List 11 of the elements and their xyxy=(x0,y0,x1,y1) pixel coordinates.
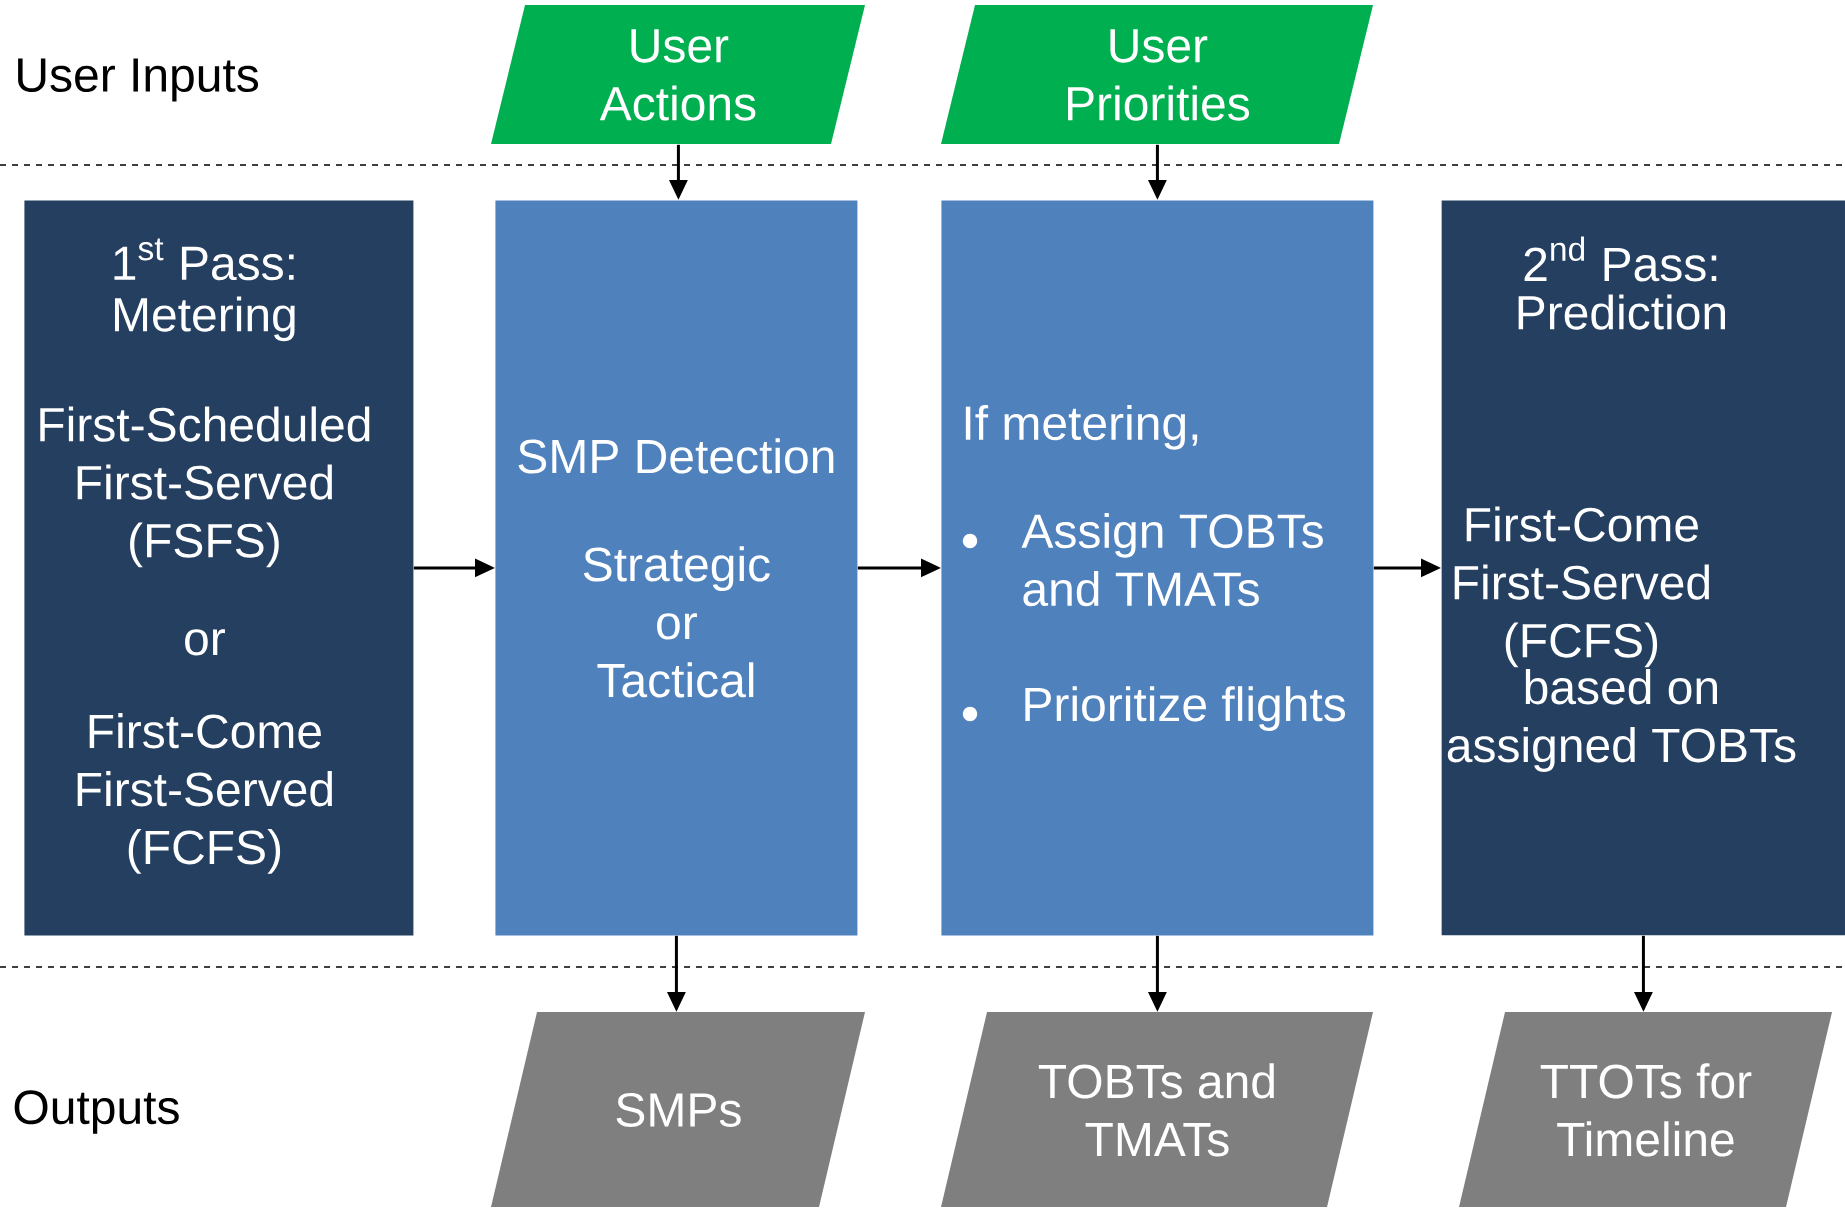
output-parallelogram: SMPs xyxy=(491,1012,865,1207)
process-box: $\text{2}^{\text{nd}}\text{ Pass:}$ Prediction First-Come First-Served (FCFS) based on assigned TOBTs xyxy=(1441,200,1845,936)
input-parallelogram: User Priorities xyxy=(941,5,1373,144)
row-label: User Inputs xyxy=(18,58,259,102)
input-parallelogram: User Actions xyxy=(491,5,865,144)
output-parallelogram: TTOTs for Timeline xyxy=(1459,1012,1832,1207)
row-label: Outputs xyxy=(14,1090,179,1134)
process-box: SMP Detection Strategic or Tactical xyxy=(495,200,858,936)
process-box: If metering, Assign TOBTs and TMATs Prioritize flights xyxy=(941,200,1374,936)
output-parallelogram: TOBTs and TMATs xyxy=(941,1012,1373,1207)
process-box: $\text{1}^{\text{st}}\text{ Pass:}$ Metering First-Scheduled First-Served (FSFS) or First-Come First-Served (FCFS) xyxy=(24,200,414,936)
